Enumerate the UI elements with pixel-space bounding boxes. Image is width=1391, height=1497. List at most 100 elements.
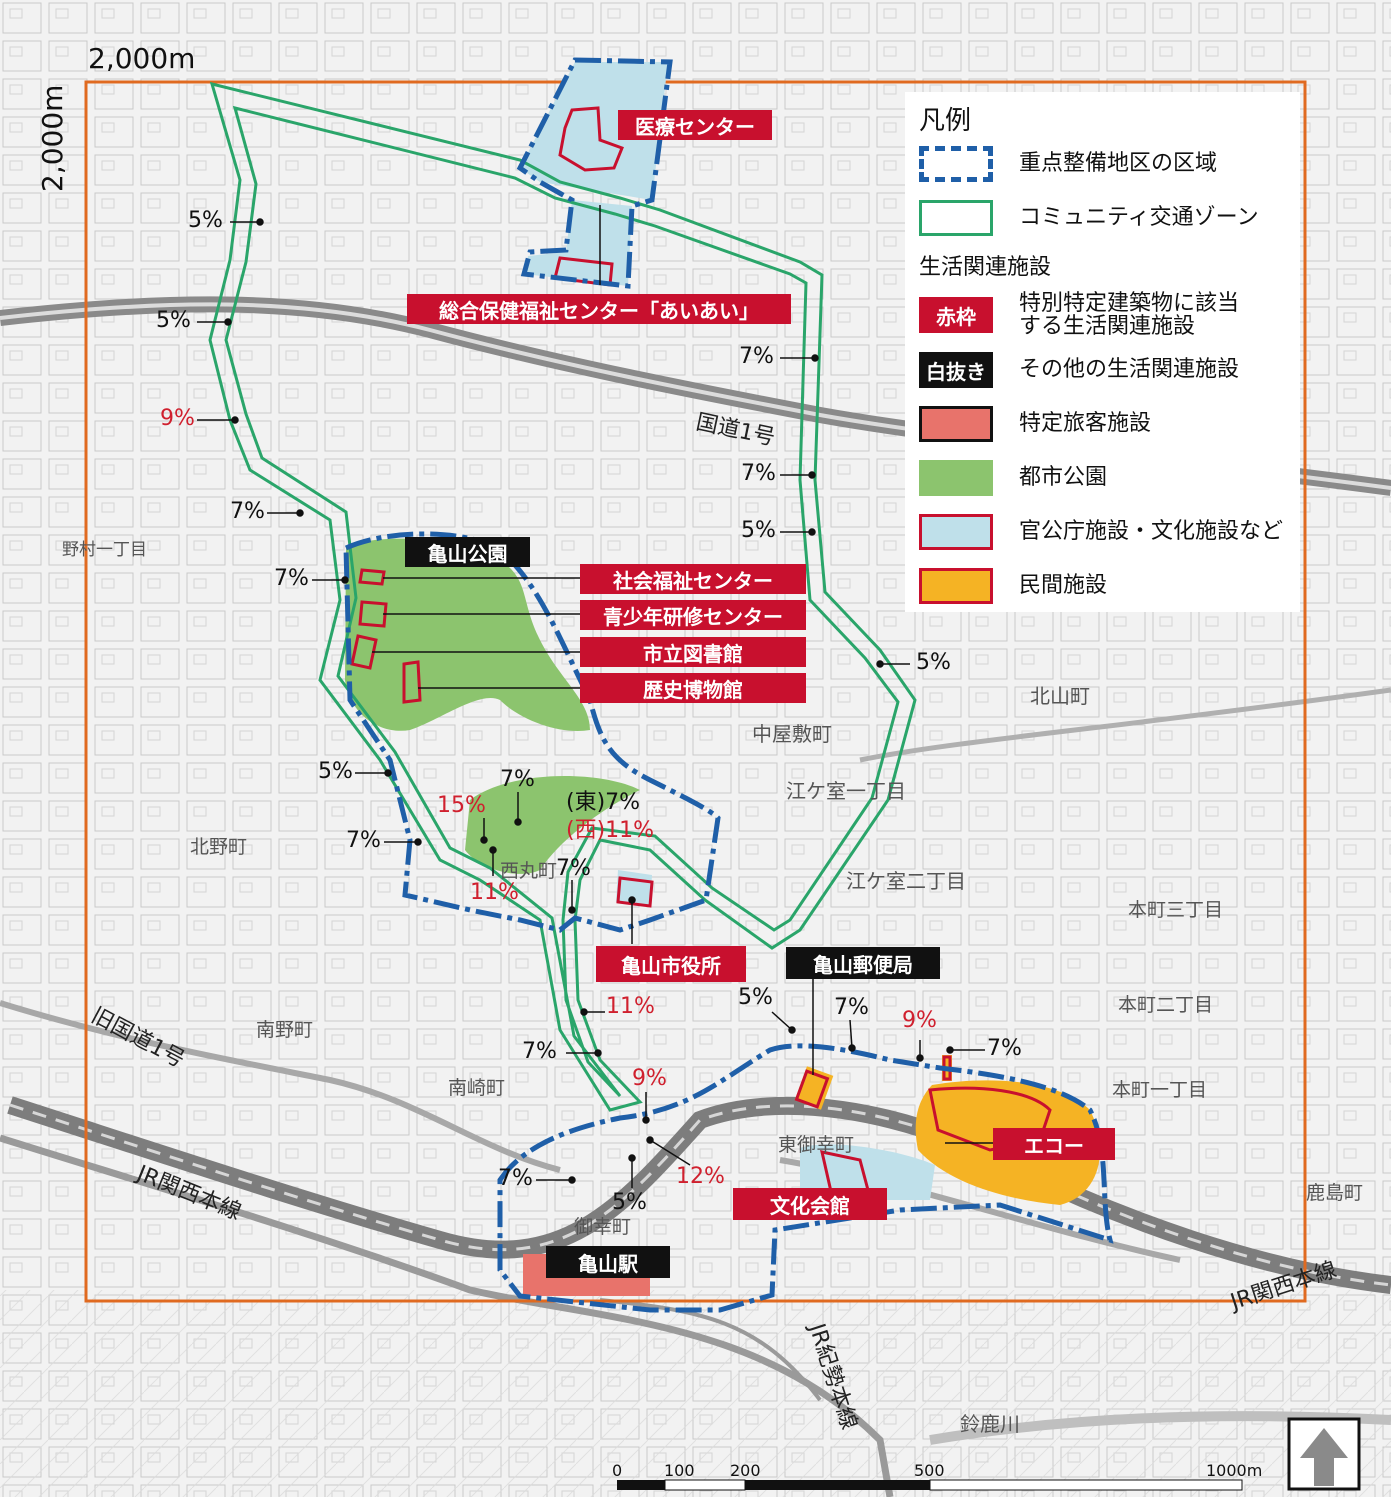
health-center-label: 総合保健福祉センター「あいあい」	[407, 294, 791, 324]
slope-label: 7%	[346, 828, 381, 853]
slope-label: 11%	[470, 880, 519, 905]
museum-label: 歴史博物館	[580, 673, 806, 703]
passenger-swatch	[919, 406, 993, 442]
legend-red-frame-line1: 特別特定建築物に該当	[1019, 290, 1240, 316]
frame-width-label: 2,000m	[88, 42, 196, 75]
eco-label: エコー	[993, 1128, 1115, 1160]
slope-label: 5%	[188, 208, 223, 233]
slope-label: (東)7%	[566, 790, 641, 815]
slope-label: 9%	[632, 1066, 667, 1091]
legend-title: 凡例	[919, 106, 972, 136]
legend-red-frame: 赤枠 特別特定建築物に該当 する生活関連施設	[919, 290, 1239, 340]
post-office-label: 亀山郵便局	[786, 947, 940, 979]
slope-label: (西)11%	[566, 818, 655, 843]
legend-park-text: 都市公園	[1019, 465, 1108, 491]
zone-boundary-north	[516, 57, 673, 289]
public-swatch	[919, 514, 993, 550]
private-swatch	[919, 568, 993, 604]
slope-label: 7%	[498, 1166, 533, 1191]
place-kamo: 鹿島町	[1306, 1182, 1364, 1204]
legend-public-text: 官公庁施設・文化施設など	[1019, 519, 1284, 545]
place-kitayama: 北山町	[1030, 684, 1090, 708]
slope-label: 7%	[556, 856, 591, 881]
place-suzuka: 鈴鹿川	[960, 1412, 1020, 1436]
medical-center-area	[520, 62, 668, 200]
slope-label: 5%	[612, 1190, 647, 1215]
north-arrow-icon	[1287, 1417, 1361, 1491]
slope-label: 9%	[902, 1008, 937, 1033]
slope-label: 7%	[274, 566, 309, 591]
legend-white-text: その他の生活関連施設	[1019, 357, 1240, 383]
place-honmachi1: 本町一丁目	[1112, 1079, 1208, 1101]
slope-label: 9%	[160, 406, 195, 431]
slope-label: 5%	[738, 985, 773, 1010]
legend-private-text: 民間施設	[1019, 573, 1108, 599]
place-nomura: 野村一丁目	[62, 540, 147, 560]
legend-community-zone-text: コミュニティ交通ゾーン	[1019, 205, 1259, 231]
scale-label-0: 0	[612, 1461, 623, 1480]
park-area-2	[465, 776, 640, 874]
slope-label: 5%	[916, 650, 951, 675]
legend-passenger-text: 特定旅客施設	[1019, 411, 1152, 437]
legend-white: 白抜き その他の生活関連施設	[919, 350, 1239, 390]
legend-panel: 凡例 重点整備地区の区域 コミュニティ交通ゾーン 生活関連施設 赤枠 特別特定建…	[905, 92, 1300, 612]
slope-label: 15%	[437, 793, 486, 818]
slope-label: 12%	[676, 1164, 725, 1189]
library-label: 市立図書館	[580, 637, 806, 667]
slope-label: 5%	[741, 518, 776, 543]
legend-red-frame-text: 特別特定建築物に該当 する生活関連施設	[1019, 292, 1239, 338]
legend-park: 都市公園	[919, 458, 1107, 498]
place-nakayashiki: 中屋敷町	[752, 722, 832, 746]
place-ekamuro2: 江ケ室二丁目	[846, 869, 966, 893]
legend-community-zone: コミュニティ交通ゾーン	[919, 198, 1259, 238]
legend-facilities-heading: 生活関連施設	[919, 255, 1052, 280]
white-swatch: 白抜き	[919, 352, 993, 388]
slope-label: 7%	[500, 767, 535, 792]
legend-passenger: 特定旅客施設	[919, 404, 1151, 444]
slope-label: 7%	[522, 1039, 557, 1064]
slope-label: 7%	[987, 1036, 1022, 1061]
youth-center-label: 青少年研修センター	[580, 600, 806, 630]
scale-bar	[617, 1479, 1243, 1491]
social-welfare-label: 社会福祉センター	[580, 564, 806, 594]
slope-label: 7%	[834, 995, 869, 1020]
legend-zone-boundary-text: 重点整備地区の区域	[1019, 151, 1218, 177]
scale-label-100: 100	[664, 1461, 695, 1480]
place-miyuki: 御幸町	[574, 1216, 632, 1238]
place-honmachi2: 本町二丁目	[1118, 994, 1214, 1016]
kameyama-park-area	[345, 538, 590, 731]
place-nishimaru: 西丸町	[500, 860, 558, 882]
legend-private: 民間施設	[919, 566, 1107, 606]
scale-label-500: 500	[914, 1461, 945, 1480]
city-hall-label: 亀山市役所	[596, 946, 746, 982]
kameyama-park-label: 亀山公園	[405, 537, 530, 567]
place-higashimiyuki: 東御幸町	[778, 1134, 855, 1156]
zone-boundary-south	[497, 1043, 1114, 1313]
slope-label: 5%	[318, 759, 353, 784]
culture-hall-area	[800, 1144, 935, 1200]
park-swatch	[919, 460, 993, 496]
legend-public: 官公庁施設・文化施設など	[919, 512, 1283, 552]
scale-label-1000: 1000m	[1206, 1461, 1263, 1480]
culture-hall-label: 文化会館	[733, 1188, 887, 1220]
slope-label: 7%	[741, 461, 776, 486]
place-kita-nomachi: 北野町	[190, 836, 248, 858]
slope-label: 11%	[606, 994, 655, 1019]
station-label: 亀山駅	[546, 1246, 670, 1278]
slope-label: 7%	[739, 344, 774, 369]
legend-red-frame-line2: する生活関連施設	[1019, 314, 1196, 339]
place-minami-nomachi: 南野町	[256, 1019, 314, 1041]
community-zone-swatch	[919, 200, 993, 236]
scale-label-200: 200	[730, 1461, 761, 1480]
place-ekamuro1: 江ケ室一丁目	[786, 779, 906, 803]
red-frame-swatch: 赤枠	[919, 297, 993, 333]
zone-boundary-swatch	[919, 146, 993, 182]
slope-label: 7%	[230, 499, 265, 524]
medical-center-label: 医療センター	[618, 110, 772, 140]
area-frame	[84, 80, 1307, 1303]
slope-label: 5%	[156, 308, 191, 333]
frame-height-label: 2,000m	[36, 84, 69, 192]
place-minamizaki: 南崎町	[448, 1077, 506, 1099]
place-honmachi3: 本町三丁目	[1128, 899, 1224, 921]
legend-zone-boundary: 重点整備地区の区域	[919, 144, 1217, 184]
